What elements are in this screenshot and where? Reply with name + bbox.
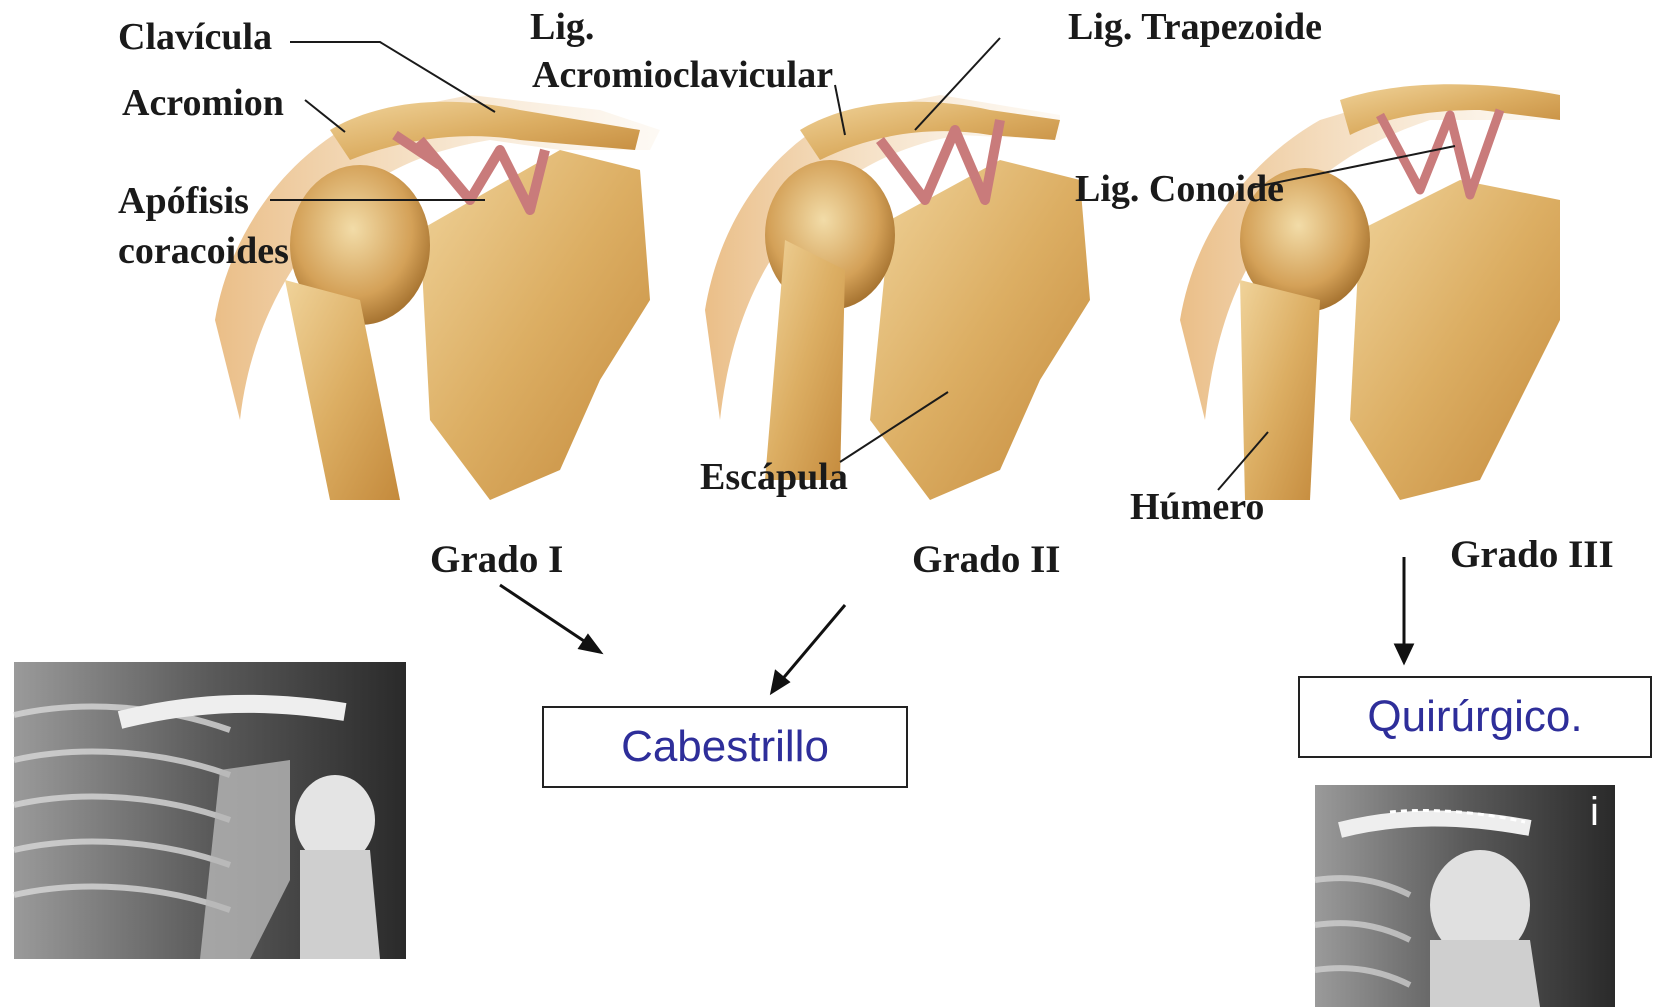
label-clavicula: Clavícula: [118, 18, 272, 56]
label-apofisis-line2: coracoides: [118, 232, 289, 270]
label-humero: Húmero: [1130, 488, 1264, 526]
label-grade-1: Grado I: [430, 540, 563, 579]
label-apofisis-line1: Apófisis: [118, 182, 249, 220]
label-lig-trapezoide: Lig. Trapezoide: [1068, 8, 1322, 46]
shoulder-illustration-grade-2: [705, 95, 1090, 500]
label-lig-acromioclavicular-line2: Acromioclavicular: [532, 56, 833, 94]
treatment-box-cabestrillo: Cabestrillo: [542, 706, 908, 788]
xray-postoperative-shoulder: [1315, 785, 1615, 1007]
shoulder-illustration-grade-3: [1180, 84, 1560, 500]
treatment-quirurgico-text: Quirúrgico.: [1367, 692, 1582, 742]
label-grade-3: Grado III: [1450, 535, 1614, 574]
shoulder-illustration-grade-1: [215, 95, 660, 500]
label-grade-2: Grado II: [912, 540, 1060, 579]
label-lig-acromioclavicular-line1: Lig.: [530, 8, 594, 46]
treatment-cabestrillo-text: Cabestrillo: [621, 722, 829, 772]
xray-postop-marker: i: [1590, 790, 1599, 835]
label-lig-conoide: Lig. Conoide: [1075, 170, 1284, 208]
label-escapula: Escápula: [700, 458, 848, 496]
label-acromion: Acromion: [122, 84, 284, 122]
xray-normal-shoulder: [14, 662, 406, 959]
treatment-box-quirurgico: Quirúrgico.: [1298, 676, 1652, 758]
